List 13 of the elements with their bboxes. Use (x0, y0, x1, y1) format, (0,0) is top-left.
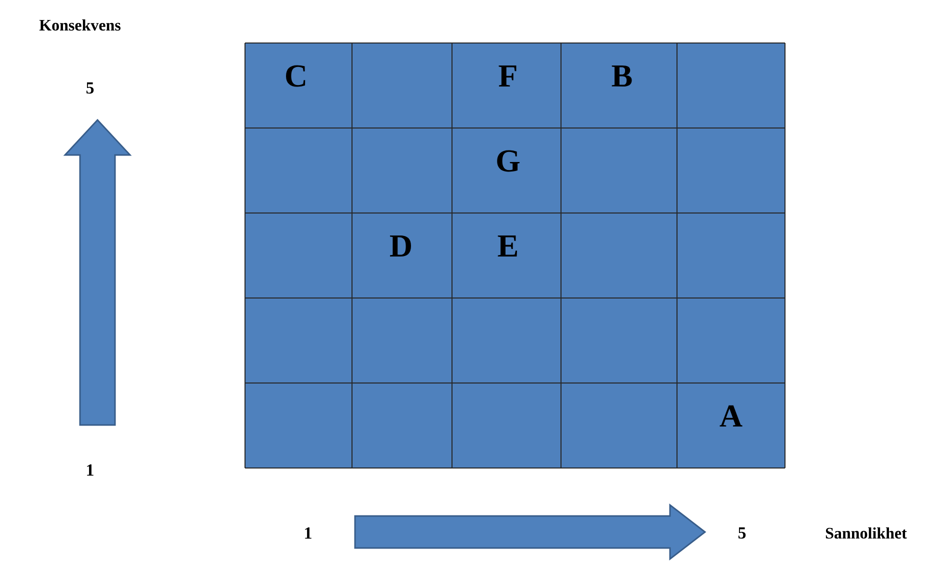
axis-title: Konsekvens (39, 19, 120, 31)
axis-value: 1 (87, 464, 94, 476)
axis-value: 5 (86, 82, 94, 94)
risk-letter: F (498, 66, 516, 86)
risk-letter: G (497, 150, 520, 172)
axis-value: 1 (305, 527, 312, 539)
axis-title: Sannolikhet (826, 527, 907, 539)
axis-value: 5 (738, 527, 746, 539)
risk-letter: B (612, 65, 632, 87)
risk-letter: E (498, 236, 518, 256)
risk-letter: D (390, 235, 411, 256)
risk-letter: A (720, 405, 742, 427)
risk-letter: C (286, 65, 306, 87)
